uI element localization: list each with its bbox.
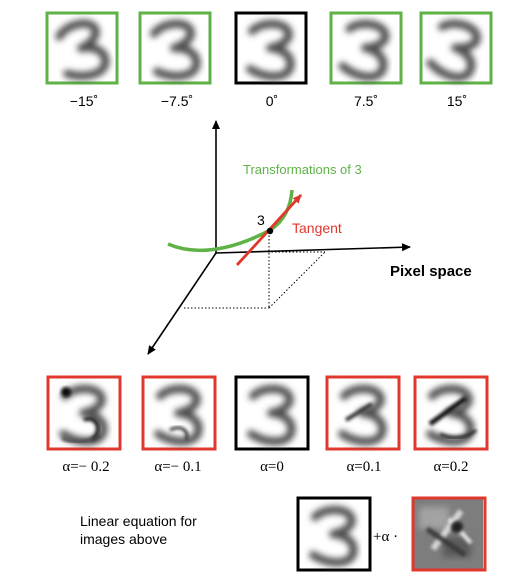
alpha-label: α=− 0.2 <box>62 459 109 475</box>
tangent-vector-thumbnail <box>413 498 487 570</box>
rotation-label: 0˚ <box>266 93 278 109</box>
alpha-label: α=0.1 <box>346 459 381 475</box>
axis-horizontal <box>215 243 411 254</box>
alpha-label: α=− 0.1 <box>154 459 201 475</box>
digit-thumbnail-rot-neg15 <box>45 11 119 83</box>
projection-lines <box>184 232 326 309</box>
pixel-space-label: Pixel space <box>390 263 472 280</box>
digit-thumbnail-alpha-0_1 <box>325 375 401 451</box>
point-label: 3 <box>257 212 265 228</box>
digit-thumbnail-alpha-0 <box>234 375 310 451</box>
tangent-label: Tangent <box>292 220 342 236</box>
axis-diagonal <box>147 252 217 355</box>
rotation-label: −15˚ <box>70 93 98 109</box>
alpha-label: α=0 <box>260 459 284 475</box>
equation-caption-line2: images above <box>80 531 167 547</box>
equation-caption-line1: Linear equation for <box>80 513 197 529</box>
transformation-manifold: 3 Transformations of 3 Tangent <box>167 162 362 266</box>
transformations-label: Transformations of 3 <box>243 162 362 177</box>
rotation-label: 15˚ <box>447 93 467 109</box>
digit-thumbnail-rot-neg7_5 <box>138 11 212 85</box>
alpha-row: α=− 0.2 α=− 0.1 α=0 α=0.1 α=0.2 <box>46 375 489 475</box>
point-marker <box>266 227 274 235</box>
digit-thumbnail-rot-7_5 <box>329 11 403 85</box>
equation-operator: +α · <box>373 529 398 545</box>
digit-thumbnail-rot-15 <box>419 11 493 85</box>
rotation-label: 7.5˚ <box>354 93 378 109</box>
rotation-row: −15˚ −7.5˚ 0˚ 7.5˚ 15˚ <box>45 11 493 109</box>
alpha-label: α=0.2 <box>433 459 468 475</box>
digit-thumbnail-alpha-neg0_1 <box>141 375 217 451</box>
base-image-thumbnail <box>296 496 372 572</box>
transformation-curve <box>167 189 294 253</box>
digit-thumbnail-alpha-0_2 <box>413 375 489 451</box>
digit-thumbnail-alpha-neg0_2 <box>46 375 122 451</box>
pixel-space-axes: Pixel space <box>147 120 472 355</box>
digit-thumbnail-rot-0 <box>234 11 308 85</box>
linear-equation: Linear equation for images above +α · <box>80 496 487 572</box>
rotation-label: −7.5˚ <box>161 93 193 109</box>
